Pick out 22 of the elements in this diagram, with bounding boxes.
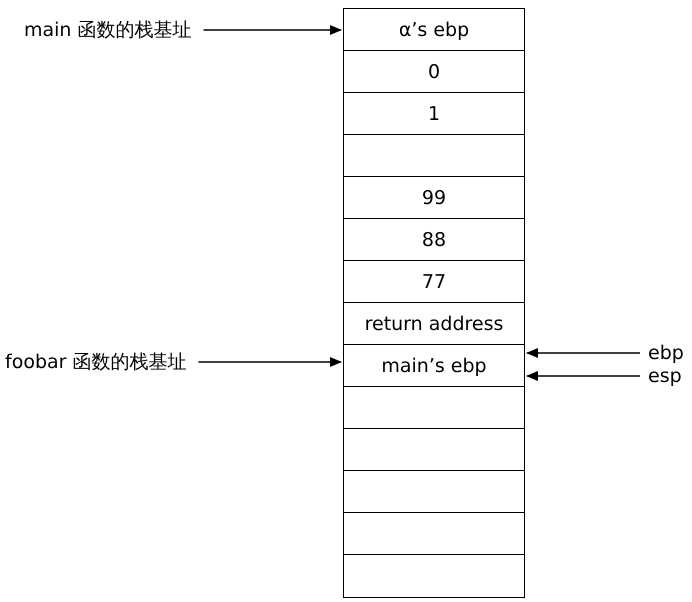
stack-cell: main’s ebp: [343, 344, 525, 388]
stack-cell: [343, 512, 525, 556]
stack-cell: [343, 554, 525, 598]
stack-cell: 1: [343, 92, 525, 136]
stack-cell: [343, 386, 525, 430]
stack-cell: return address: [343, 302, 525, 346]
stack-cell: 88: [343, 218, 525, 262]
pointer-label: foobar 函数的栈基址: [5, 350, 186, 374]
pointer-label: esp: [648, 364, 682, 388]
stack-cell: 99: [343, 176, 525, 220]
stack-cell: 77: [343, 260, 525, 304]
arrow: [526, 348, 640, 358]
arrow: [204, 25, 342, 35]
stack-cell: [343, 134, 525, 178]
stack-cell: 0: [343, 50, 525, 94]
stack-cell: α’s ebp: [343, 8, 525, 52]
arrow: [526, 371, 640, 381]
arrow: [198, 357, 342, 367]
stack-cell: [343, 428, 525, 472]
pointer-label: main 函数的栈基址: [24, 18, 192, 42]
stack-cell: [343, 470, 525, 514]
pointer-label: ebp: [648, 341, 684, 365]
